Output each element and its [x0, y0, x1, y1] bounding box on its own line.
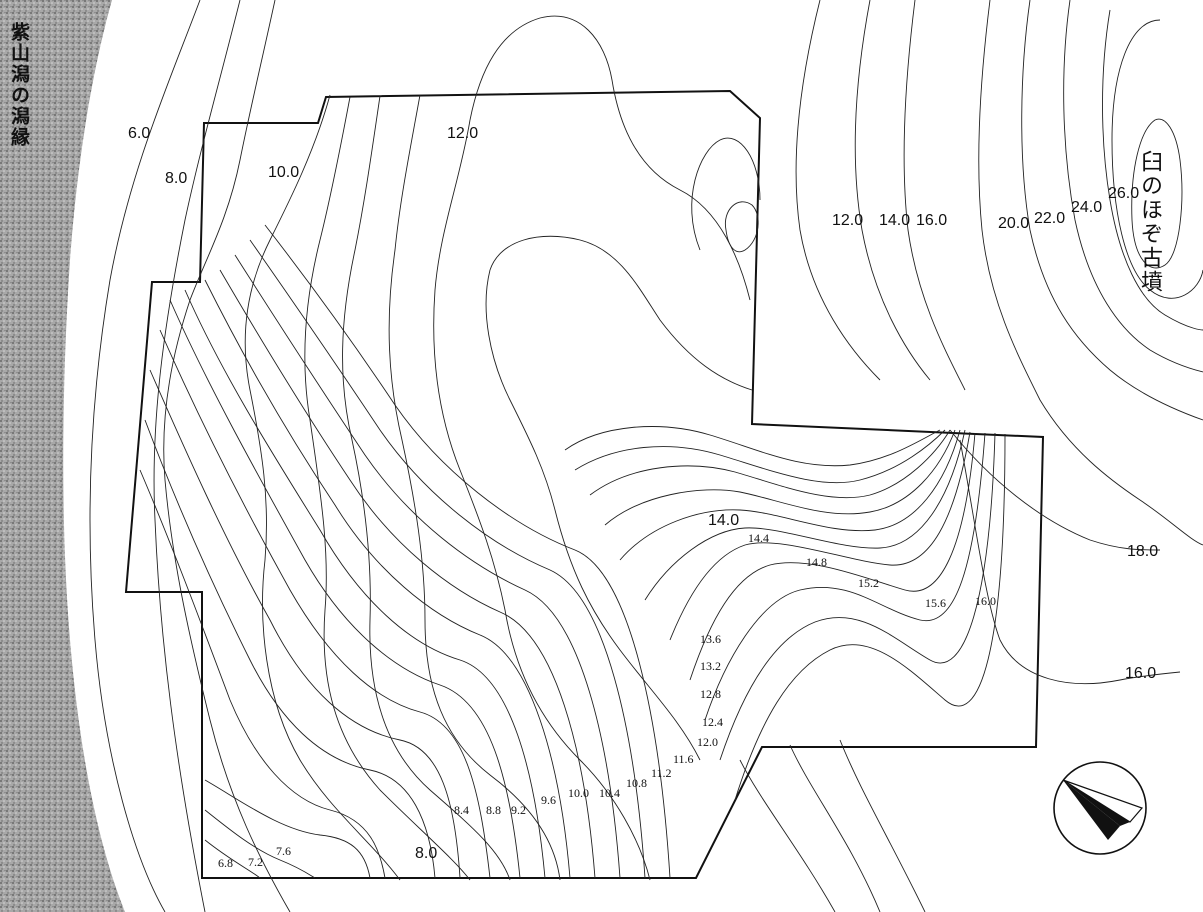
contour-label: 18.0 [1127, 543, 1158, 560]
lagoon-edge-label: 紫山潟の潟縁 [8, 22, 30, 148]
contour-label: 8.8 [486, 803, 501, 817]
contour-label: 24.0 [1071, 199, 1102, 216]
contour-label: 16.0 [975, 594, 996, 608]
contour-label: 9.6 [541, 793, 556, 807]
contour-label: 10.4 [599, 786, 620, 800]
contour-lines [89, 0, 1203, 912]
contour-label: 9.2 [511, 803, 526, 817]
contour-label: 26.0 [1108, 185, 1139, 202]
contour-label: 16.0 [1125, 665, 1156, 682]
contour-label: 10.0 [268, 164, 299, 181]
contour-label: 8.4 [454, 803, 469, 817]
contour-labels-major: 6.0 8.0 10.0 12.0 12.0 14.0 16.0 20.0 22… [128, 125, 1158, 862]
contour-label: 7.2 [248, 855, 263, 869]
site-boundary [124, 89, 1045, 879]
contour-label: 12.8 [700, 687, 721, 701]
contour-label: 6.0 [128, 125, 150, 142]
contour-label: 11.6 [673, 752, 694, 766]
contour-label: 10.0 [568, 786, 589, 800]
contour-label: 13.2 [700, 659, 721, 673]
lagoon-shore [0, 0, 125, 912]
contour-label: 14.4 [748, 531, 769, 545]
contour-label: 20.0 [998, 215, 1029, 232]
contour-label: 8.0 [415, 845, 437, 862]
contour-label: 7.6 [276, 844, 291, 858]
contour-label: 11.2 [651, 766, 672, 780]
contour-label: 10.8 [626, 776, 647, 790]
contour-label: 14.0 [879, 212, 910, 229]
contour-label: 14.0 [708, 512, 739, 529]
contour-labels-minor: 14.4 14.8 15.2 15.6 16.0 13.6 13.2 12.8 … [218, 531, 996, 870]
contour-label: 8.0 [165, 170, 187, 187]
tumulus-label: 臼のほぞ古墳 [1137, 150, 1162, 294]
contour-label: 22.0 [1034, 210, 1065, 227]
contour-label: 15.6 [925, 596, 946, 610]
contour-label: 13.6 [700, 632, 721, 646]
contour-label: 15.2 [858, 576, 879, 590]
contour-label: 12.0 [447, 125, 478, 142]
contour-label: 16.0 [916, 212, 947, 229]
north-arrow-icon [1053, 761, 1147, 855]
contour-label: 12.0 [832, 212, 863, 229]
contour-label: 12.0 [697, 735, 718, 749]
contour-label: 14.8 [806, 555, 827, 569]
contour-label: 12.4 [702, 715, 723, 729]
contour-label: 6.8 [218, 856, 233, 870]
